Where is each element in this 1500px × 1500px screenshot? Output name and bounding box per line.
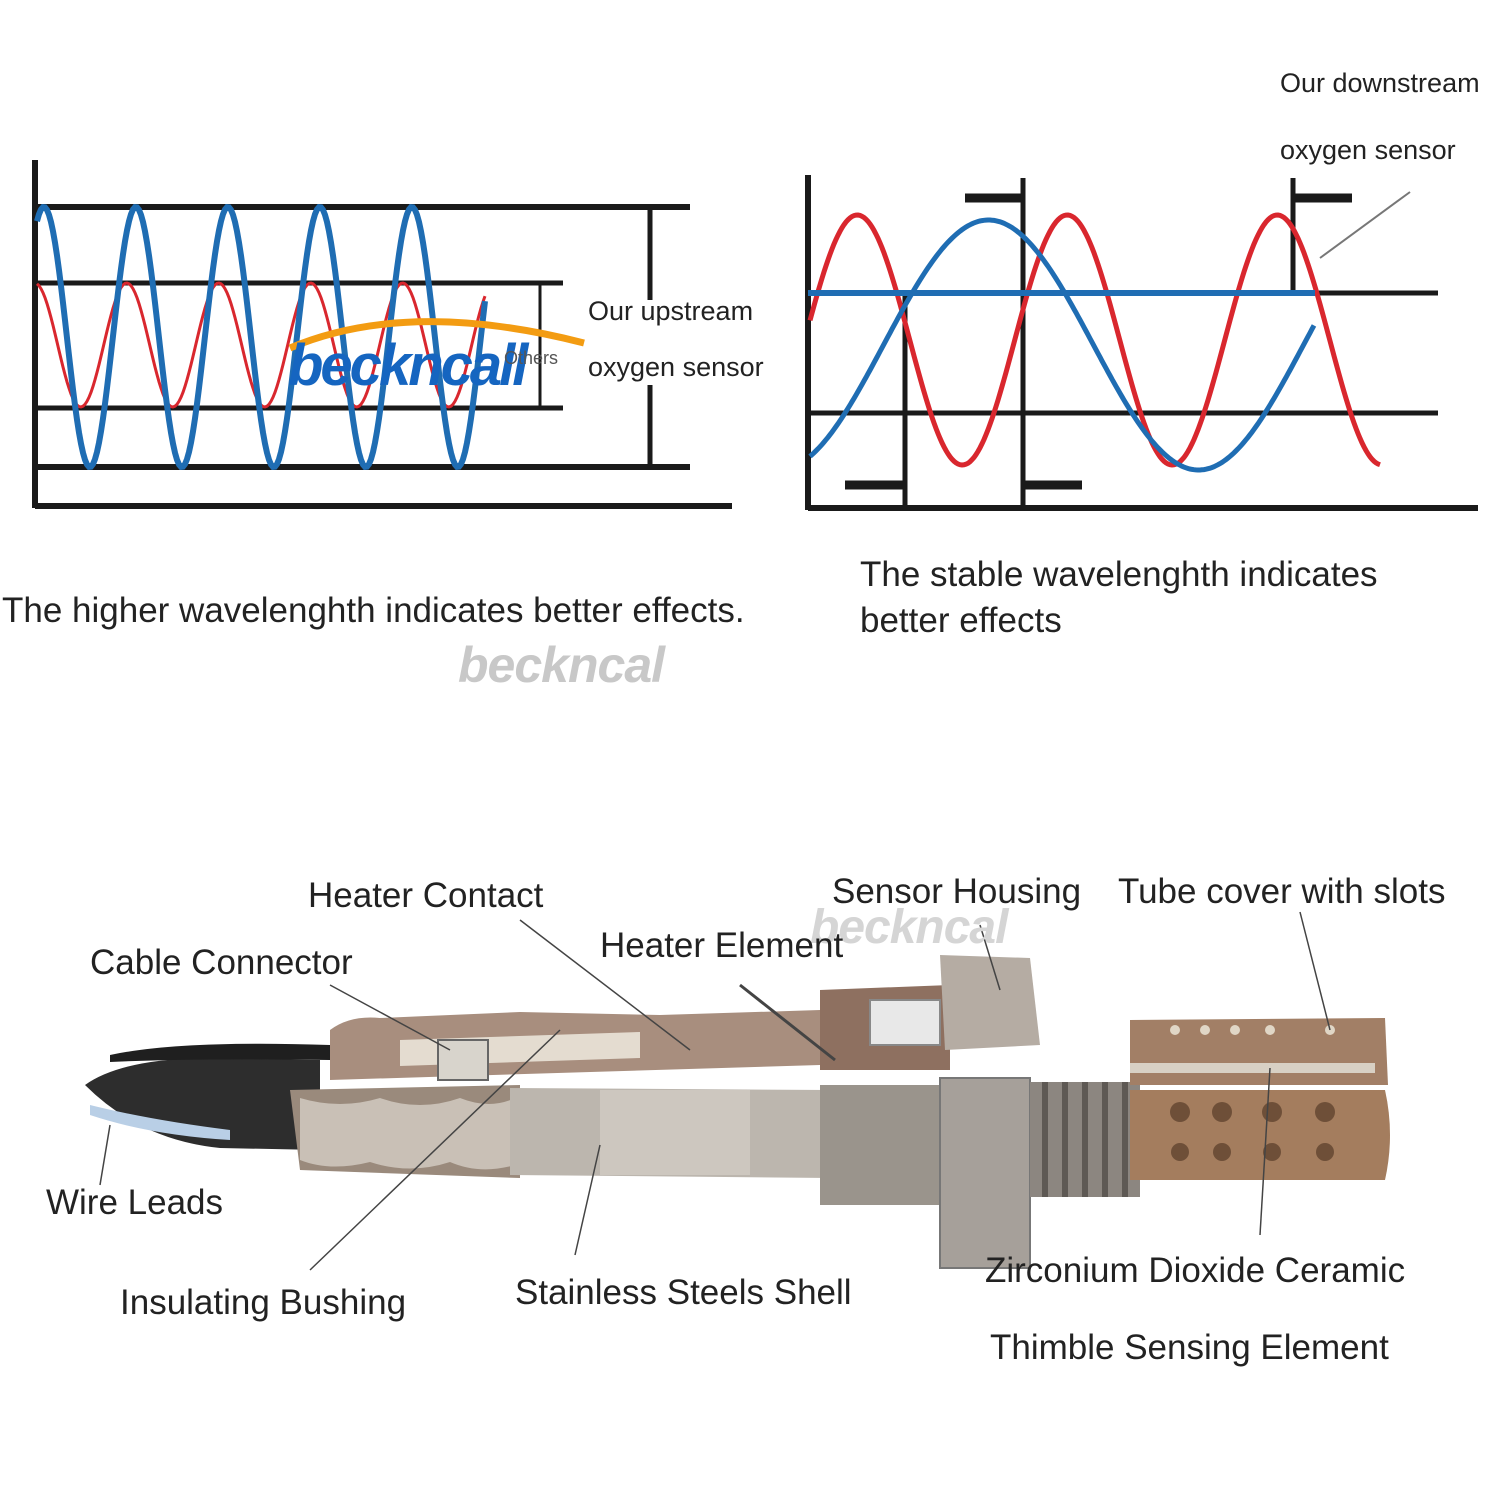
housing-window xyxy=(869,999,941,1046)
label-stainless-shell: Stainless Steels Shell xyxy=(515,1273,852,1312)
downstream-label-line-1: Our downstream xyxy=(1280,68,1480,98)
sensor-housing-cap xyxy=(940,955,1040,1050)
label-tube-cover: Tube cover with slots xyxy=(1118,872,1446,911)
thread-grooves xyxy=(1042,1082,1128,1197)
heater-contact-block xyxy=(437,1039,489,1081)
downstream-leader-line xyxy=(1319,191,1411,259)
label-wire-leads: Wire Leads xyxy=(46,1183,224,1222)
brand-swoosh-icon xyxy=(288,318,585,352)
upstream-label-line-1: Our upstream xyxy=(588,296,754,326)
hex-collar xyxy=(820,1085,940,1205)
oxygen-sensor-cutaway xyxy=(85,911,1390,1271)
tube-cover-upper xyxy=(1130,1018,1388,1085)
label-heater-contact: Heater Contact xyxy=(308,876,544,915)
left-caption: The higher wavelenghth indicates better … xyxy=(2,591,745,630)
grey-watermark-1: beckncal xyxy=(458,637,665,693)
upstream-label-line-2: oxygen sensor xyxy=(588,352,764,382)
wire-white-lead xyxy=(90,1105,230,1140)
left-blue-wave xyxy=(34,204,488,470)
part-leader-lines xyxy=(99,911,1331,1271)
label-zirconium-line-2: Thimble Sensing Element xyxy=(990,1328,1389,1367)
hex-nut xyxy=(939,1077,1031,1269)
bushing-ribs xyxy=(300,1098,515,1170)
label-zirconium-line-1: Zirconium Dioxide Ceramic xyxy=(985,1251,1406,1290)
downstream-label-line-2: oxygen sensor xyxy=(1280,135,1456,165)
wire-black-lead xyxy=(110,1043,330,1062)
label-insulating-bushing: Insulating Bushing xyxy=(120,1283,407,1322)
grey-watermark-2: beckncal xyxy=(810,901,1008,954)
label-cable-connector: Cable Connector xyxy=(90,943,353,982)
right-blue-wave xyxy=(808,217,1317,473)
label-heater-element: Heater Element xyxy=(600,926,844,965)
right-caption-line-1: The stable wavelenghth indicates xyxy=(860,555,1378,594)
stainless-shell-highlight xyxy=(600,1090,750,1175)
label-sensor-housing: Sensor Housing xyxy=(832,872,1082,911)
tube-cover-lower xyxy=(1130,1090,1390,1180)
others-label: Others xyxy=(504,348,559,368)
brand-logo-text: beckncall xyxy=(288,333,528,398)
brand-logo-watermark: beckncall Others xyxy=(288,318,588,398)
right-red-wave xyxy=(807,212,1381,468)
left-chart-frame xyxy=(32,160,732,509)
right-caption-line-2: better effects xyxy=(860,601,1062,640)
